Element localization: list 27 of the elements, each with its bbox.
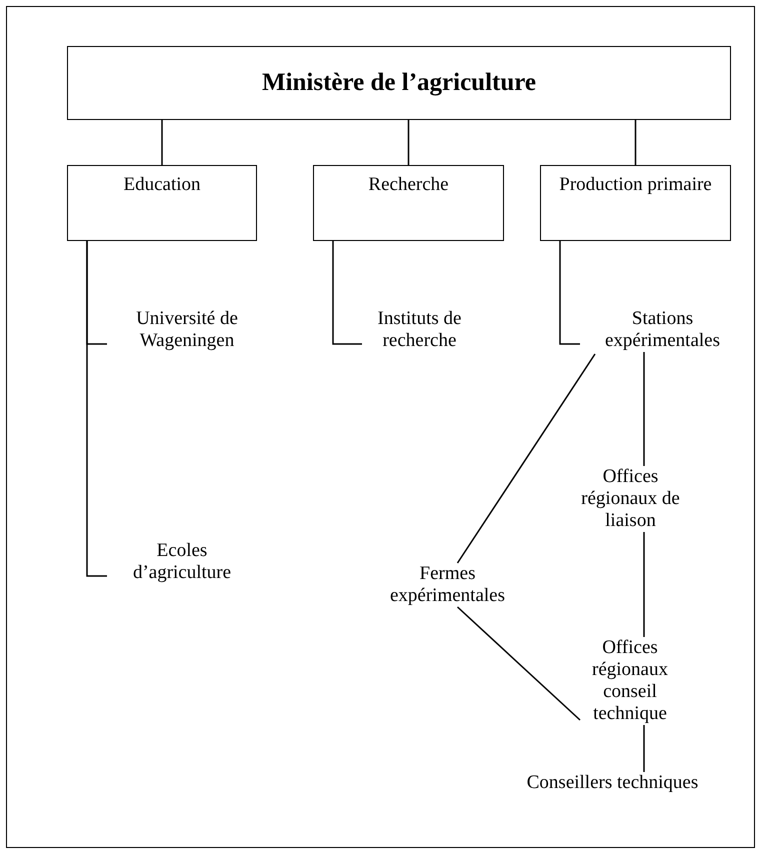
unit-label: Conseillers techniques [490,772,735,798]
connector-line [643,725,645,772]
unit-label: Offices régionaux de liaison [568,466,693,532]
department-box [67,165,257,241]
unit-label: Fermes expérimentales [365,563,530,607]
connector-line [456,354,596,564]
box-label: Ministère de l’agriculture [262,72,536,94]
connector-line [634,120,636,165]
unit-label: Offices régionaux conseil technique [580,637,680,725]
department-box [313,165,504,241]
connector-line [643,352,645,466]
unit-label: Université de Wageningen [107,308,267,352]
connector-line [643,532,645,637]
box-label: Production primaire [559,174,712,196]
connector-line [559,241,580,345]
connector-line [457,606,580,721]
connector-line [332,241,362,345]
department-box [540,165,731,241]
connector-line [408,120,410,165]
ministry-box [67,46,731,120]
unit-label: Stations expérimentales [580,308,745,352]
unit-label: Instituts de recherche [362,308,477,352]
connector-line [161,120,163,165]
unit-label: Ecoles d’agriculture [107,540,257,584]
connector-line [86,241,107,577]
box-label: Recherche [368,174,449,196]
box-label: Education [123,174,201,196]
